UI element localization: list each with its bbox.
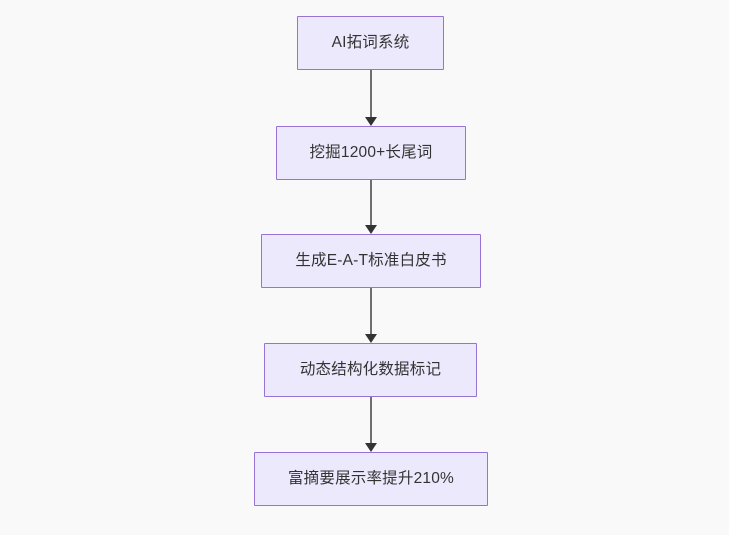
flowchart-node-ai-keyword-system[interactable]: AI拓词系统 xyxy=(297,16,444,70)
flowchart-node-rich-snippet-impression-lift[interactable]: 富摘要展示率提升210% xyxy=(254,452,488,506)
node-label: 挖掘1200+长尾词 xyxy=(309,143,433,161)
node-label: 富摘要展示率提升210% xyxy=(287,469,455,487)
flowchart-node-generate-eat-whitepaper[interactable]: 生成E-A-T标准白皮书 xyxy=(261,234,481,288)
flowchart-node-dynamic-structured-data-markup[interactable]: 动态结构化数据标记 xyxy=(264,343,477,397)
arrow-down-icon xyxy=(365,117,377,126)
flowchart-node-mine-longtail-keywords[interactable]: 挖掘1200+长尾词 xyxy=(276,126,466,180)
node-label: AI拓词系统 xyxy=(331,33,410,51)
arrow-down-icon xyxy=(365,334,377,343)
edge-line xyxy=(370,180,372,225)
edge-line xyxy=(370,288,372,334)
arrow-down-icon xyxy=(365,443,377,452)
node-label: 动态结构化数据标记 xyxy=(299,360,442,378)
arrow-down-icon xyxy=(365,225,377,234)
node-label: 生成E-A-T标准白皮书 xyxy=(295,251,447,269)
edge-line xyxy=(370,397,372,443)
edge-line xyxy=(370,70,372,117)
